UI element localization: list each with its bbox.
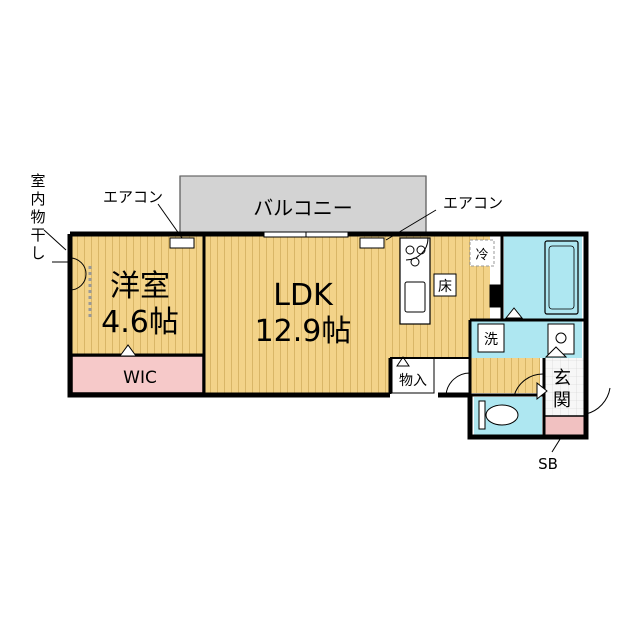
entrance-label-1: 玄 — [553, 368, 571, 389]
corridor-floor — [470, 358, 540, 393]
walls — [67, 231, 589, 440]
washer-box — [477, 323, 505, 353]
leader-lines — [43, 203, 563, 453]
balcony-label: バルコニー — [253, 196, 353, 220]
entrance-label-2: 関 — [553, 390, 571, 411]
balcony — [179, 175, 427, 235]
storage-label: 物入 — [399, 373, 427, 389]
toilet-icon — [485, 404, 519, 426]
indoor-drying-label-1: 室 — [30, 172, 45, 190]
stove-icon — [405, 245, 415, 255]
bathtub-icon — [544, 240, 579, 315]
sink-icon — [404, 281, 426, 313]
entrance-floor — [544, 358, 584, 416]
washer-label: 洗 — [484, 332, 498, 348]
ldk-size: 12.9帖 — [255, 314, 352, 349]
aircon-left-unit — [169, 237, 195, 249]
shoe-box-label: SB — [538, 455, 558, 473]
indoor-drying-label-5: し — [30, 244, 45, 262]
kitchen-floor-marker — [433, 273, 457, 297]
western-room-size: 4.6帖 — [101, 305, 179, 340]
ldk-name: LDK — [273, 278, 334, 313]
ldk-floor — [205, 236, 390, 393]
aircon-right-label: エアコン — [443, 194, 503, 212]
fridge-box — [469, 239, 495, 267]
door-swings — [52, 237, 611, 415]
floor-label: 床 — [438, 279, 452, 295]
toilet-tank — [478, 400, 486, 430]
fridge-label: 冷 — [475, 248, 488, 263]
indoor-drying-label-3: 物 — [30, 208, 45, 226]
washbasin-icon — [547, 323, 575, 355]
shoe-box-floor — [544, 416, 584, 435]
aircon-right-unit — [359, 237, 385, 249]
wic-label: WIC — [123, 368, 157, 388]
aircon-left-label: エアコン — [103, 188, 163, 206]
western-room-floor — [72, 236, 203, 354]
indoor-drying-label-4: 干 — [30, 226, 45, 244]
indoor-drying-label-2: 内 — [30, 190, 45, 208]
wic-floor — [71, 355, 204, 394]
western-room-name: 洋室 — [110, 269, 170, 304]
